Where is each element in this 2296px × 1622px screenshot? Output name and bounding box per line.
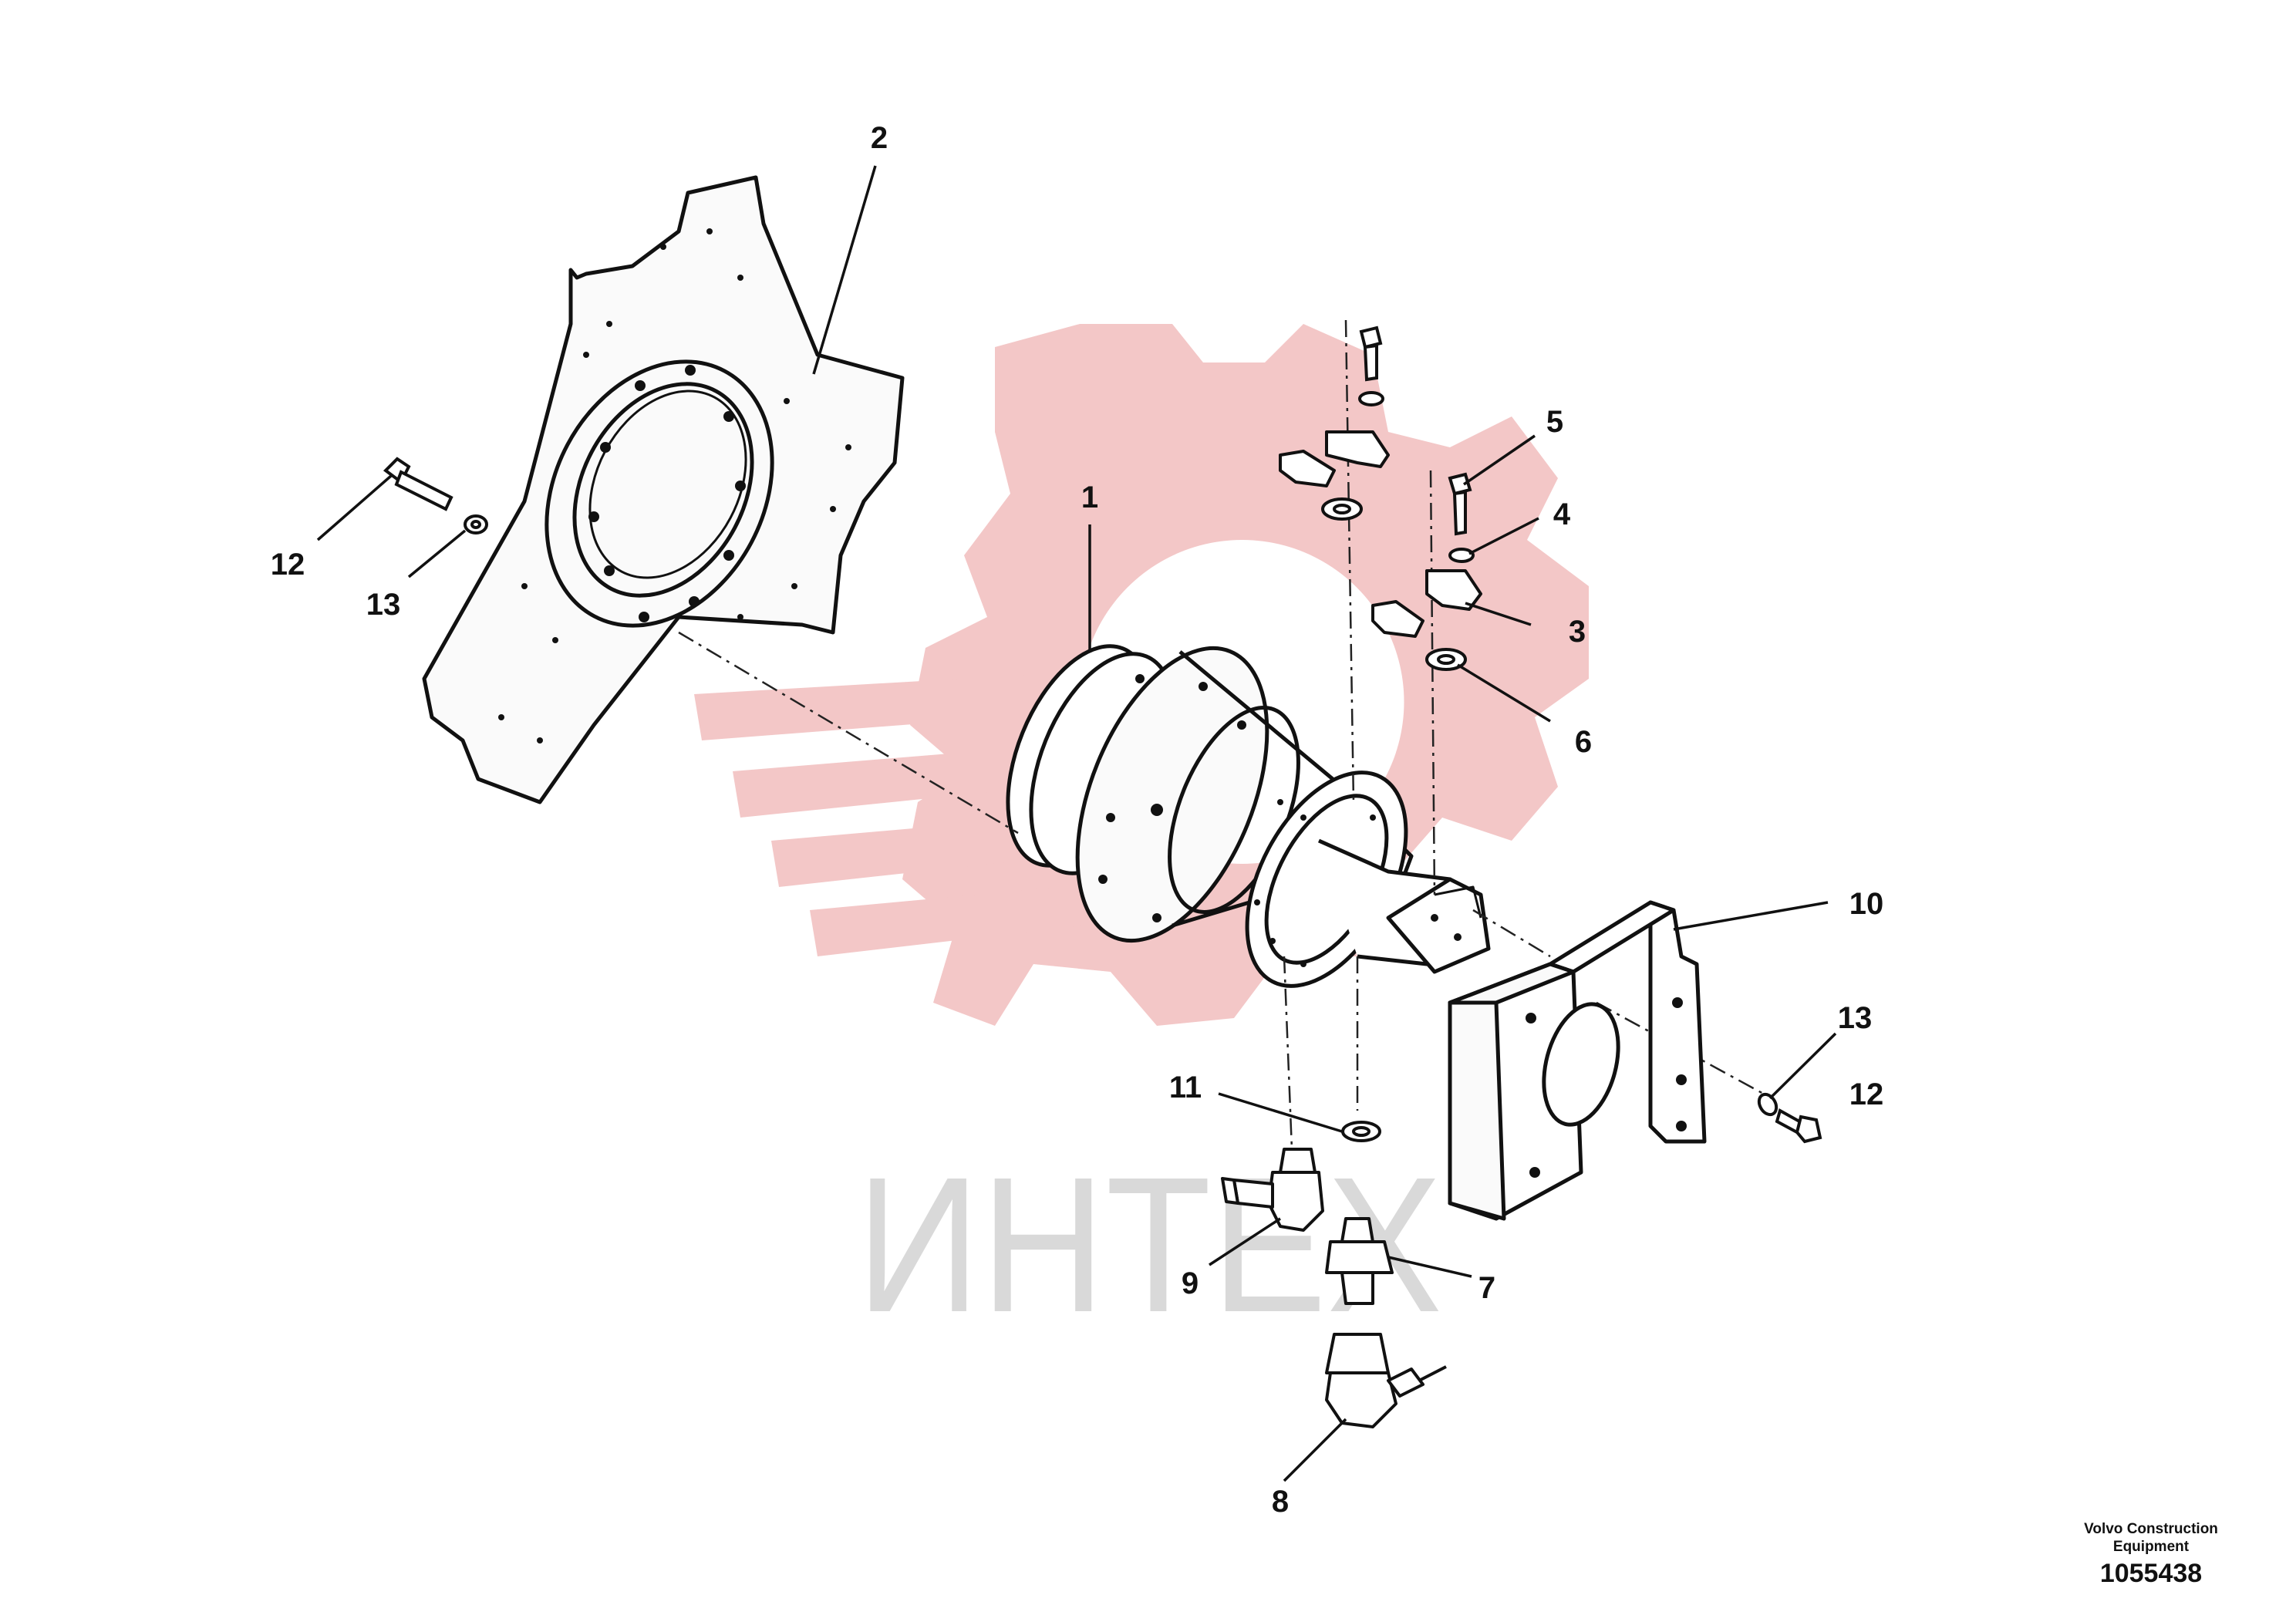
callout-12-left: 12 xyxy=(271,548,305,582)
assembly-alignment-lines xyxy=(678,319,1767,1150)
part-6-washer xyxy=(1321,497,1467,671)
callout-12-right: 12 xyxy=(1849,1077,1884,1111)
callout-9: 9 xyxy=(1182,1266,1199,1300)
part-13-washer-left xyxy=(464,514,488,534)
callout-13-right: 13 xyxy=(1838,1001,1873,1035)
callout-2: 2 xyxy=(871,121,888,155)
callout-3: 3 xyxy=(1569,615,1586,649)
drawing-number: 1055438 xyxy=(2099,1559,2203,1588)
company-name-line-1: Volvo Construction xyxy=(2084,1521,2218,1537)
part-10-support-bracket xyxy=(1448,900,1707,1221)
part-12-bolt-right xyxy=(1775,1108,1822,1144)
part-7-nipple xyxy=(1325,1217,1394,1305)
leader-lines xyxy=(316,165,1837,1482)
callout-7: 7 xyxy=(1478,1271,1495,1305)
part-4-washer xyxy=(1358,391,1475,563)
callout-4: 4 xyxy=(1553,497,1571,531)
part-9-angle-lubricator xyxy=(1221,1148,1324,1232)
callout-11: 11 xyxy=(1169,1071,1202,1104)
company-name-line-2: Equipment xyxy=(2112,1539,2190,1555)
callout-labels: 1 2 3 4 5 6 7 8 9 10 11 12 13 13 12 xyxy=(271,121,1884,1519)
part-5-bolt xyxy=(1359,325,1472,536)
callout-13-left: 13 xyxy=(366,588,401,622)
callout-8: 8 xyxy=(1272,1485,1289,1519)
part-2-mounting-plate xyxy=(422,175,905,804)
part-1-bearing-housing xyxy=(1006,644,1491,988)
part-12-bolt-left xyxy=(383,457,453,511)
drawing-footer: Volvo Construction Equipment 1055438 xyxy=(2051,1520,2251,1590)
part-3-clamp xyxy=(1279,430,1482,638)
part-11-washer xyxy=(1341,1121,1381,1142)
part-8-angle-fitting xyxy=(1325,1333,1447,1428)
part-13-washer-right xyxy=(1757,1092,1778,1117)
callout-5: 5 xyxy=(1546,405,1563,439)
callout-6: 6 xyxy=(1575,725,1592,759)
callout-10: 10 xyxy=(1849,887,1884,921)
callout-1: 1 xyxy=(1081,481,1098,514)
